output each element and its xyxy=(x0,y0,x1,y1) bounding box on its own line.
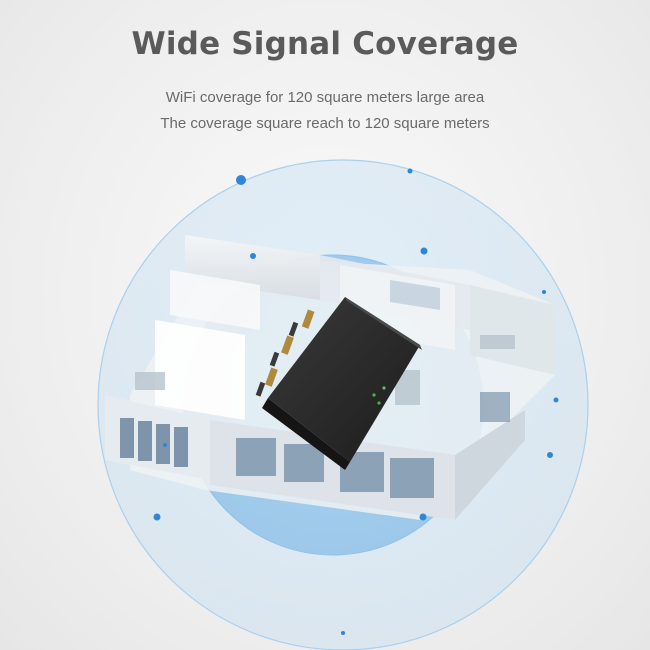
subtitle-line-2: The coverage square reach to 120 square … xyxy=(160,115,490,132)
router-device-icon xyxy=(255,297,422,470)
antenna-icon xyxy=(255,309,315,397)
page-title: Wide Signal Coverage xyxy=(131,26,519,62)
signal-dots xyxy=(153,168,559,635)
subtitle-line-1: WiFi coverage for 120 square meters larg… xyxy=(165,89,485,106)
